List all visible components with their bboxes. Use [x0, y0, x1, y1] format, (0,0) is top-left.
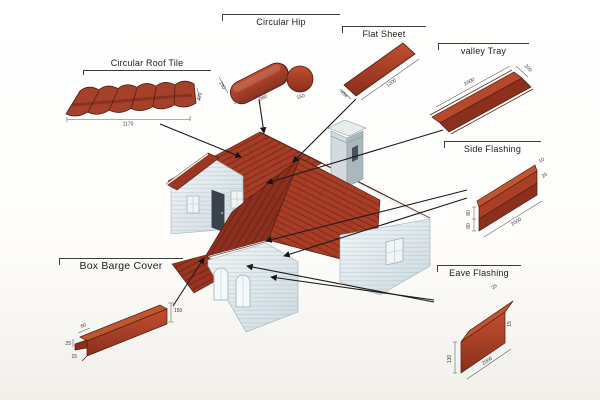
arrow-circular-hip: [258, 98, 267, 134]
label-box-barge-cover: Box Barge Cover: [59, 258, 183, 272]
dim-side-fold: 20: [541, 172, 549, 180]
label-circular-hip: Circular Hip: [222, 14, 340, 28]
dim-side-upper: 80: [466, 210, 472, 216]
left-wall: [165, 152, 244, 235]
dim-hip-circle: 150: [296, 93, 306, 101]
dim-roof-tile-length: 1170: [123, 122, 134, 128]
house-illustration: [165, 119, 431, 333]
dim-barge-top: 60: [80, 322, 88, 330]
dim-side-length: 2000: [510, 217, 523, 228]
arrow-side-flashing-1: [265, 189, 468, 243]
dim-eave-top: 25: [490, 283, 498, 291]
window: [186, 195, 200, 214]
chimney: [327, 119, 367, 188]
arched-window: [235, 274, 251, 308]
arched-window: [213, 267, 229, 301]
chimney-vent: [352, 145, 358, 162]
dim-eave-lip: 15: [507, 321, 513, 327]
valley-tray-drawing: 2000 200: [429, 63, 534, 135]
flat-sheet-drawing: 1200 454: [339, 42, 420, 101]
dim-barge-lip: 15: [71, 354, 77, 360]
arrow-side-flashing-2: [283, 197, 468, 258]
bumpout-roof: [165, 152, 220, 191]
dim-valley-width: 200: [523, 63, 533, 73]
dim-eave-length: 2000: [481, 355, 494, 366]
dim-side-lower: 80: [466, 223, 472, 229]
eave-flashing-drawing: 25 15 130 2000: [447, 283, 514, 380]
circular-roof-tile-drawing: 1170 420: [65, 80, 204, 128]
arrow-box-barge-cover: [172, 257, 205, 307]
arrow-eave-flashing-1: [270, 274, 435, 301]
leader-arrows: [159, 98, 468, 307]
dim-flat-sheet-length: 1200: [385, 77, 398, 88]
dim-hip-end: 190: [217, 80, 226, 90]
label-valley-tray: valley Tray: [438, 43, 529, 57]
window: [385, 237, 404, 266]
dim-valley-length: 2000: [463, 77, 476, 88]
dim-barge-side: 25: [65, 341, 71, 347]
door: [210, 188, 226, 234]
right-wall: [339, 218, 431, 296]
dim-eave-height: 130: [447, 355, 453, 364]
hip-end-circle: [286, 65, 314, 93]
arrow-eave-flashing-2: [246, 263, 435, 303]
front-wall: [207, 242, 299, 333]
dim-barge-height: 150: [174, 308, 183, 314]
arrow-circular-roof-tile: [159, 123, 242, 158]
dim-flat-sheet-width: 454: [339, 89, 349, 99]
label-eave-flashing: Eave Flashing: [437, 265, 521, 279]
dim-roof-tile-height: 420: [196, 92, 204, 102]
dim-hip-length: 380: [258, 93, 268, 102]
label-circular-roof-tile: Circular Roof Tile: [83, 58, 211, 75]
label-side-flashing: Side Flashing: [444, 141, 541, 155]
label-flat-sheet: Flat Sheet: [342, 26, 426, 40]
side-flashing-drawing: 10 20 80 80 2000: [466, 157, 549, 238]
arrow-flat-sheet: [292, 98, 357, 163]
window: [230, 190, 244, 209]
box-barge-cover-drawing: 150 60 25 15: [65, 302, 183, 362]
circular-hip-drawing: 380 190 150: [217, 62, 314, 105]
dim-side-top: 10: [538, 157, 546, 165]
arrow-valley-tray: [266, 129, 444, 185]
